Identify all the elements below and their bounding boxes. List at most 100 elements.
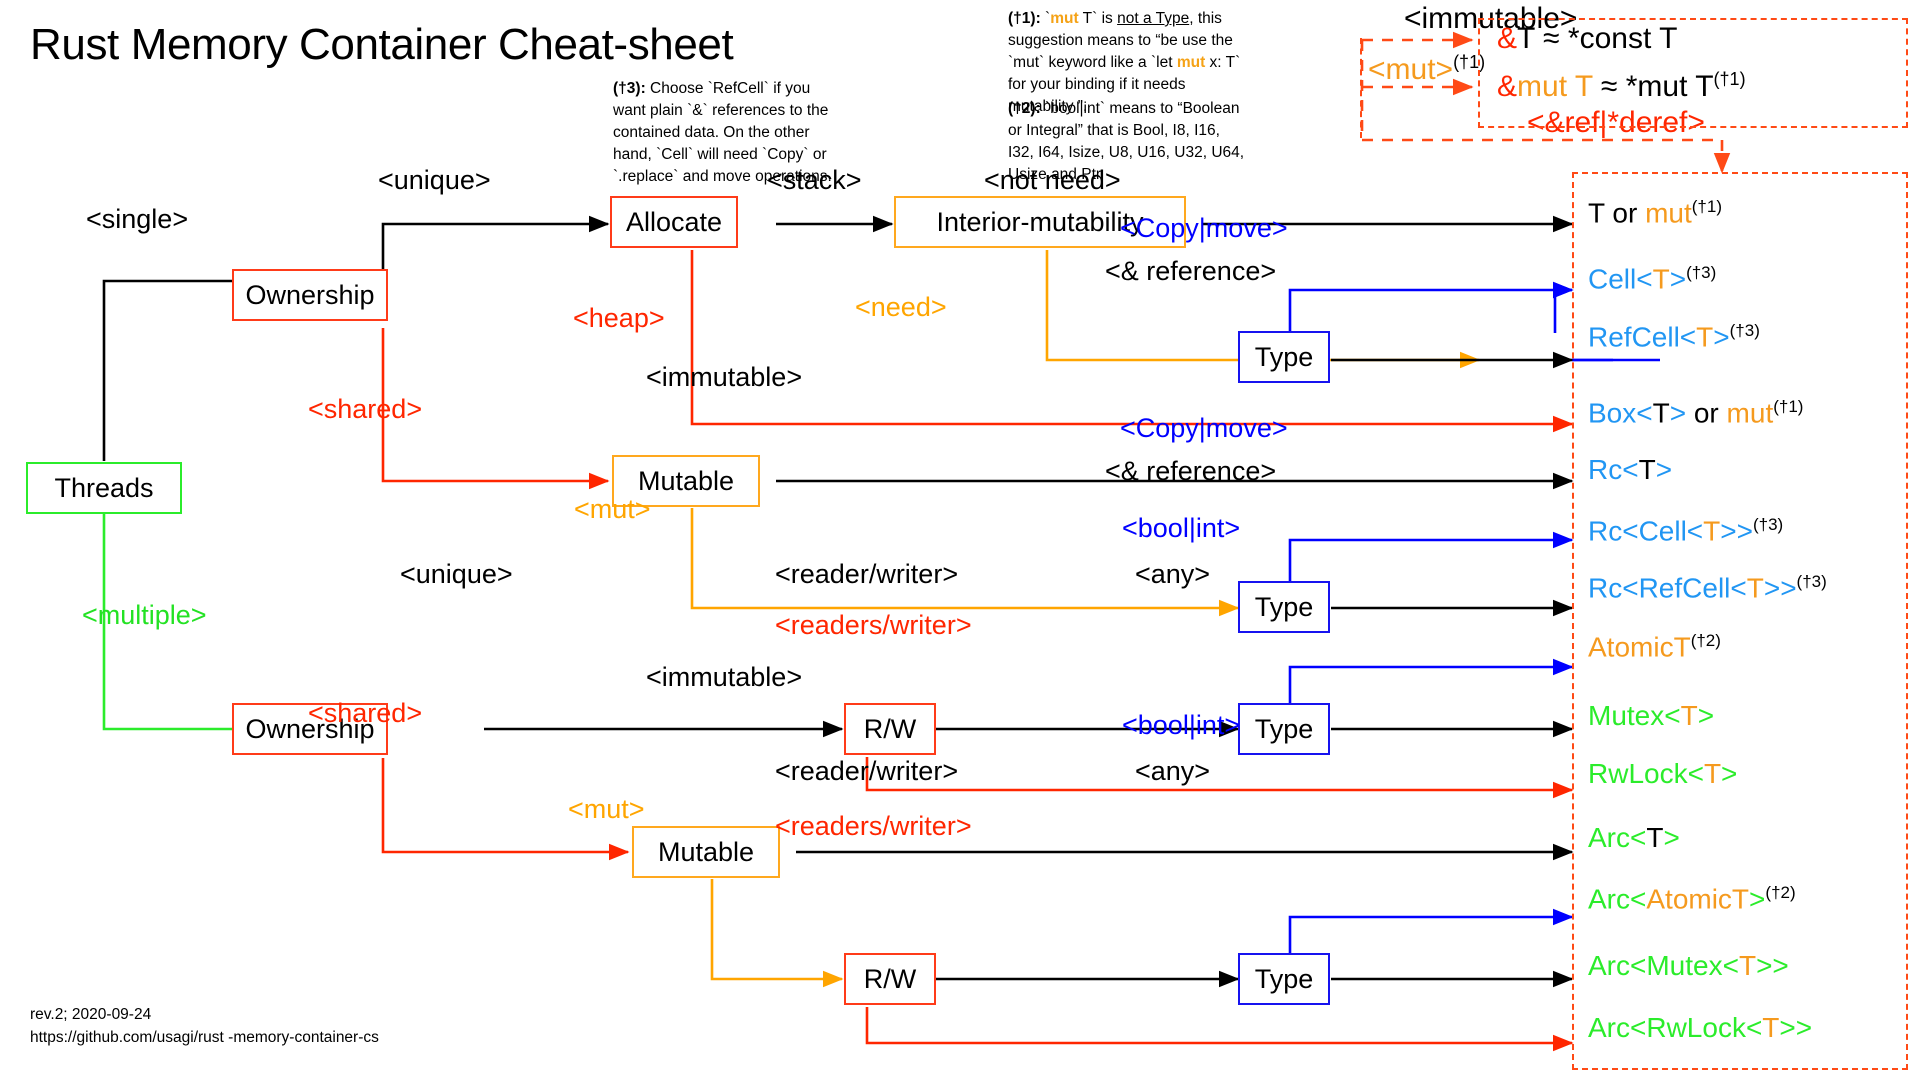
result-box-or-mut-part-2: >: [1669, 397, 1687, 429]
result-rc-refcell-part-1: T: [1746, 572, 1764, 604]
note-dagger1-mut-2: mut: [1176, 54, 1206, 71]
edge-label-readers-writer-1: <readers/writer>: [775, 610, 972, 640]
node-ownership-single[interactable]: Ownership: [232, 269, 388, 321]
edge-label-any-1: <any>: [1135, 559, 1211, 589]
edge-label-bool-int-2: <bool|int>: [1122, 710, 1241, 740]
node-type-2-label: Type: [1254, 591, 1314, 622]
edge-label-multiple: <multiple>: [82, 600, 207, 630]
result-arc-mutex-part-0: Arc<Mutex<: [1588, 950, 1739, 981]
result-rc-part-2: >: [1655, 454, 1673, 485]
node-mutable-multi[interactable]: Mutable: [632, 826, 780, 878]
result-cell-part-2: >: [1669, 263, 1687, 295]
note-dagger1-p2: T` is: [1078, 10, 1118, 27]
edge-label-any-2: <any>: [1135, 756, 1211, 786]
result-arc-mutex-part-2: >>: [1756, 950, 1789, 981]
result-rc-cell-sup: (†3): [1752, 515, 1784, 534]
result-refcell-part-1: T: [1696, 321, 1714, 353]
result-atomict: AtomicT(†2): [1588, 632, 1721, 661]
legend-mut-sup: (†1): [1453, 52, 1486, 72]
edge-label-bool-int-1: <bool|int>: [1122, 513, 1241, 543]
node-mutable-single[interactable]: Mutable: [612, 455, 760, 507]
result-cell-part-0: Cell<: [1588, 263, 1653, 295]
legend-row2-sup: (†1): [1713, 69, 1746, 89]
legend-mut-label: <mut>(†1): [1368, 53, 1485, 85]
edge-label-not-need: <not need>: [984, 165, 1121, 195]
result-cell-part-1: T: [1652, 263, 1670, 295]
node-type-3-label: Type: [1254, 713, 1314, 744]
results-container: [1572, 172, 1908, 1070]
node-type-2[interactable]: Type: [1238, 581, 1330, 633]
result-box-or-mut-sup: (†1): [1773, 397, 1804, 416]
result-arc-atomict-sup: (†2): [1765, 883, 1796, 902]
note-dagger1-p3: , this suggestion means to “be use the `…: [1008, 10, 1233, 71]
result-arc-mutex-part-1: T: [1738, 950, 1757, 981]
edge-label-single: <single>: [86, 204, 189, 234]
node-type-1[interactable]: Type: [1238, 331, 1330, 383]
edge-label-unique-1: <unique>: [378, 165, 491, 195]
edge-label-immutable-1: <immutable>: [646, 362, 803, 392]
result-rwlock-part-0: RwLock<: [1588, 758, 1704, 789]
note-dagger1-marker: (†1):: [1008, 10, 1041, 27]
edge-label-heap: <heap>: [573, 303, 665, 333]
result-arc-part-0: Arc<: [1588, 822, 1647, 853]
edge-label-copy-move-1: <Copy|move>: [1120, 213, 1288, 243]
legend-ref-box: [1478, 18, 1908, 128]
footer-revision: rev.2; 2020-09-24: [30, 1006, 152, 1023]
result-refcell-part-2: >: [1713, 321, 1730, 353]
note-dagger2-marker: (†2):: [1008, 100, 1041, 117]
result-rc-refcell: Rc<RefCell<T>>(†3): [1588, 573, 1827, 602]
result-mutex: Mutex<T>: [1588, 702, 1714, 730]
edge-label-and-reference-1: <& reference>: [1105, 256, 1277, 286]
node-mutable-single-label: Mutable: [637, 465, 735, 496]
edge-label-stack: <stack>: [767, 165, 862, 195]
node-rw-1-label: R/W: [863, 713, 917, 744]
note-dagger1-p1: `: [1040, 10, 1051, 27]
result-rc-cell-part-2: >>: [1720, 515, 1753, 547]
result-refcell: RefCell<T>(†3): [1588, 322, 1760, 351]
node-type-4[interactable]: Type: [1238, 953, 1330, 1005]
result-rc-part-0: Rc<: [1588, 454, 1639, 485]
node-allocate[interactable]: Allocate: [610, 196, 738, 248]
legend-row2-mut: mut: [1517, 70, 1568, 103]
result-rc-part-1: T: [1638, 454, 1656, 485]
legend-ref-deref-label: <&ref|*deref>: [1527, 108, 1705, 138]
result-t-or-mut: T or mut(†1): [1588, 198, 1722, 227]
result-mutex-part-0: Mutex<: [1588, 700, 1681, 731]
result-rwlock-part-1: T: [1703, 758, 1722, 789]
result-rc-cell-part-0: Rc<Cell<: [1588, 515, 1704, 547]
note-dagger1-p4: x: T` for your binding if it needs mutab…: [1008, 54, 1241, 115]
edge-label-mut-1: <mut>: [574, 494, 651, 524]
edge-label-unique-2: <unique>: [400, 559, 513, 589]
edge-label-reader-writer-2: <reader/writer>: [775, 756, 959, 786]
node-rw-1[interactable]: R/W: [844, 703, 936, 755]
node-threads[interactable]: Threads: [26, 462, 182, 514]
edge-label-shared-1: <shared>: [308, 394, 423, 424]
result-rc: Rc<T>: [1588, 456, 1672, 484]
legend-row1-rest: T ≈ *const T: [1517, 22, 1678, 55]
result-rc-cell-part-1: T: [1703, 515, 1721, 547]
edge-label-reader-writer-1: <reader/writer>: [775, 559, 959, 589]
node-rw-2-label: R/W: [863, 963, 917, 994]
edge-label-mut-2: <mut>: [568, 794, 645, 824]
result-cell-sup: (†3): [1686, 263, 1717, 282]
node-ownership-multi[interactable]: Ownership: [232, 703, 388, 755]
result-arc-rwlock-part-2: >>: [1779, 1012, 1813, 1043]
legend-row-mut-t: &mut T ≈ *mut T(†1): [1497, 70, 1746, 102]
node-type-3[interactable]: Type: [1238, 703, 1330, 755]
footer-url[interactable]: https://github.com/usagi/rust -memory-co…: [30, 1029, 379, 1047]
result-arc: Arc<T>: [1588, 824, 1680, 852]
node-rw-2[interactable]: R/W: [844, 953, 936, 1005]
node-interior-mutability[interactable]: Interior-mutability: [894, 196, 1186, 248]
result-rc-refcell-part-2: >>: [1763, 572, 1797, 604]
result-arc-mutex: Arc<Mutex<T>>: [1588, 952, 1789, 980]
legend-row2-t: T: [1567, 70, 1593, 103]
result-arc-rwlock-part-0: Arc<RwLock<: [1588, 1012, 1763, 1043]
result-box-or-mut: Box<T> or mut(†1): [1588, 398, 1803, 427]
legend-row1-amp: &: [1497, 22, 1518, 55]
edge-label-copy-move-2: <Copy|move>: [1120, 413, 1288, 443]
result-atomict-sup: (†2): [1690, 631, 1721, 650]
node-type-4-label: Type: [1254, 963, 1314, 994]
note-dagger2: (†2): `bool|int` means to “Boolean or In…: [1008, 98, 1246, 186]
node-ownership-single-label: Ownership: [245, 279, 375, 310]
page-title: Rust Memory Container Cheat-sheet: [30, 20, 734, 69]
